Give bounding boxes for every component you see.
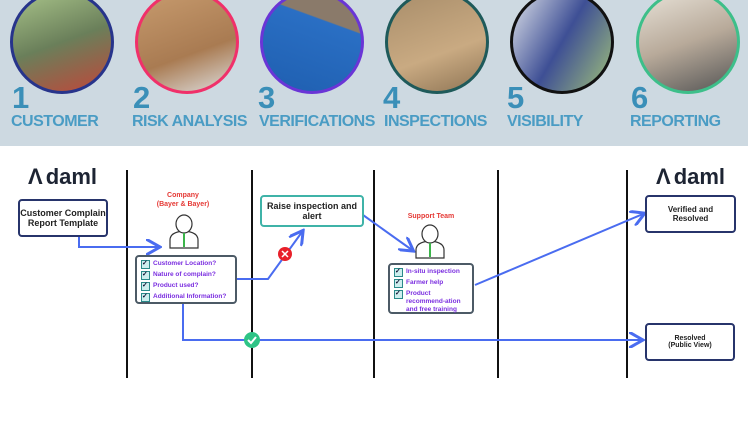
- company-label: Company (Bayer & Bayer): [140, 191, 226, 209]
- lane-divider: [126, 170, 128, 378]
- checkbox-icon: ✓: [394, 290, 403, 299]
- verification-photo: [260, 0, 364, 94]
- check-item: ✓Product recommend-ation and free traini…: [394, 290, 461, 313]
- check-item: ✓Additional Information?: [141, 293, 227, 302]
- step-number: 4: [383, 80, 401, 115]
- company-name: Company: [167, 192, 199, 199]
- arrow-to-raise: [236, 232, 302, 280]
- company-person-icon: [169, 214, 199, 249]
- approve-icon: [244, 332, 260, 348]
- step-number: 2: [133, 80, 151, 115]
- daml-mark-icon: Λ: [28, 164, 43, 189]
- check-item: ✓In-situ inspection: [394, 268, 460, 277]
- step-label: RISK ANALYSIS: [132, 113, 248, 130]
- arrow-to-support: [362, 214, 412, 250]
- company-sub: (Bayer & Bayer): [156, 201, 210, 208]
- inspection-photo: [385, 0, 489, 94]
- customer-complain-box: Customer Complain Report Template: [18, 199, 108, 237]
- customer-photo: [10, 0, 114, 94]
- step-label: CUSTOMER: [11, 113, 99, 130]
- check-item: ✓Customer Location?: [141, 260, 217, 269]
- lane-divider: [497, 170, 499, 378]
- support-checklist: ✓In-situ inspection ✓Farmer help ✓Produc…: [388, 263, 474, 314]
- verified-resolved-box: Verified and Resolved: [645, 195, 736, 233]
- support-team-label: Support Team: [407, 213, 455, 220]
- reject-icon: [278, 247, 292, 261]
- lane-divider: [373, 170, 375, 378]
- step-number: 6: [631, 80, 649, 115]
- raise-inspection-box: Raise inspection and alert: [260, 195, 364, 227]
- risk-photo: [135, 0, 239, 94]
- daml-mark-icon: Λ: [656, 164, 671, 189]
- lane-divider: [251, 170, 253, 378]
- checkbox-icon: ✓: [141, 260, 150, 269]
- checkbox-icon: ✓: [141, 271, 150, 280]
- step-number: 1: [12, 80, 30, 115]
- step-label: INSPECTIONS: [384, 113, 487, 130]
- step-label: VISIBILITY: [507, 113, 583, 130]
- check-item: ✓Farmer help: [394, 279, 444, 288]
- logo-text: daml: [673, 164, 726, 189]
- resolved-public-box: Resolved (Public View): [645, 323, 735, 361]
- checkbox-icon: ✓: [141, 282, 150, 291]
- company-checklist: ✓Customer Location? ✓Nature of complain?…: [135, 255, 237, 304]
- arrow-to-verified: [474, 214, 643, 286]
- check-item: ✓Nature of complain?: [141, 271, 216, 280]
- step-number: 3: [258, 80, 276, 115]
- check-item: ✓Product used?: [141, 282, 199, 291]
- visibility-photo: [510, 0, 614, 94]
- step-label: REPORTING: [630, 113, 721, 130]
- checkbox-icon: ✓: [141, 293, 150, 302]
- checkbox-icon: ✓: [394, 268, 403, 277]
- arrow-to-company: [78, 236, 158, 247]
- arrow-to-resolved: [182, 303, 641, 340]
- checkbox-icon: ✓: [394, 279, 403, 288]
- step-label: VERIFICATIONS: [259, 113, 375, 130]
- support-person-icon: [415, 224, 445, 259]
- step-number: 5: [507, 80, 525, 115]
- lane-divider: [626, 170, 628, 378]
- reporting-photo: [636, 0, 740, 94]
- logo-text: daml: [45, 164, 98, 189]
- process-banner: 1 2 3 4 5 6 CUSTOMER RISK ANALYSIS VERIF…: [0, 0, 748, 146]
